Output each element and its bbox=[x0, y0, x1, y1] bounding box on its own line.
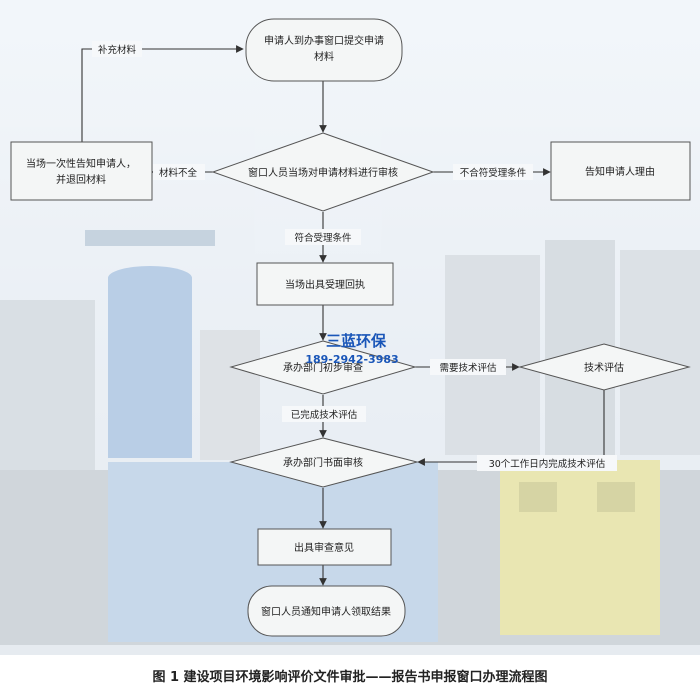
prelim-decision: 承办部门初步审查 bbox=[229, 340, 417, 395]
review-label: 窗口人员当场对申请材料进行审核 bbox=[248, 166, 398, 179]
edge-label-need-eval: 需要技术评估 bbox=[439, 362, 497, 374]
edge-label-incomplete: 材料不全 bbox=[159, 167, 198, 179]
opinion-box: 出具审查意见 bbox=[257, 528, 392, 566]
watermark: 三蓝环保 189-2942-3983 bbox=[305, 332, 398, 366]
edge-label-supplement: 补充材料 bbox=[98, 44, 137, 56]
edge-label-meet: 符合受理条件 bbox=[294, 232, 352, 244]
notify-reason-label: 告知申请人理由 bbox=[585, 165, 655, 178]
watermark-name: 三蓝环保 bbox=[326, 332, 387, 350]
receipt-label: 当场出具受理回执 bbox=[285, 278, 365, 291]
notify-left-label-1: 当场一次性告知申请人， bbox=[26, 157, 136, 170]
opinion-label: 出具审查意见 bbox=[294, 541, 354, 554]
notify-left-box: 当场一次性告知申请人， 并退回材料 bbox=[10, 141, 153, 201]
edge-label-not-meet: 不合符受理条件 bbox=[460, 167, 527, 179]
end-label: 窗口人员通知申请人领取结果 bbox=[261, 605, 391, 618]
prelim-label: 承办部门初步审查 bbox=[283, 361, 363, 374]
notify-reason-box: 告知申请人理由 bbox=[550, 141, 691, 201]
end-node: 窗口人员通知申请人领取结果 bbox=[247, 585, 406, 637]
receipt-box: 当场出具受理回执 bbox=[256, 262, 394, 306]
review-decision: 窗口人员当场对申请材料进行审核 bbox=[211, 132, 435, 212]
edge-labels: 补充材料 材料不全 不合符受理条件 符合受理条件 需要技术评估 已完成技术评估 … bbox=[92, 41, 617, 471]
watermark-phone: 189-2942-3983 bbox=[305, 353, 398, 366]
edge-label-eval-done: 已完成技术评估 bbox=[291, 409, 358, 421]
start-label-1: 申请人到办事窗口提交申请 bbox=[264, 34, 384, 47]
caption-bar bbox=[0, 655, 700, 700]
start-label-2: 材料 bbox=[314, 50, 334, 63]
figure-caption: 图 1 建设项目环境影响评价文件审批——报告书申报窗口办理流程图 bbox=[152, 669, 547, 685]
written-label: 承办部门书面审核 bbox=[283, 456, 363, 469]
tech-eval-label: 技术评估 bbox=[584, 361, 624, 374]
written-decision: 承办部门书面审核 bbox=[229, 437, 419, 488]
start-node: 申请人到办事窗口提交申请 材料 bbox=[245, 18, 403, 82]
edge-supplement bbox=[81, 45, 244, 142]
tech-eval-decision: 技术评估 bbox=[518, 343, 691, 391]
edge-label-eval-30days: 30个工作日内完成技术评估 bbox=[489, 458, 606, 470]
notify-left-label-2: 并退回材料 bbox=[56, 173, 106, 186]
